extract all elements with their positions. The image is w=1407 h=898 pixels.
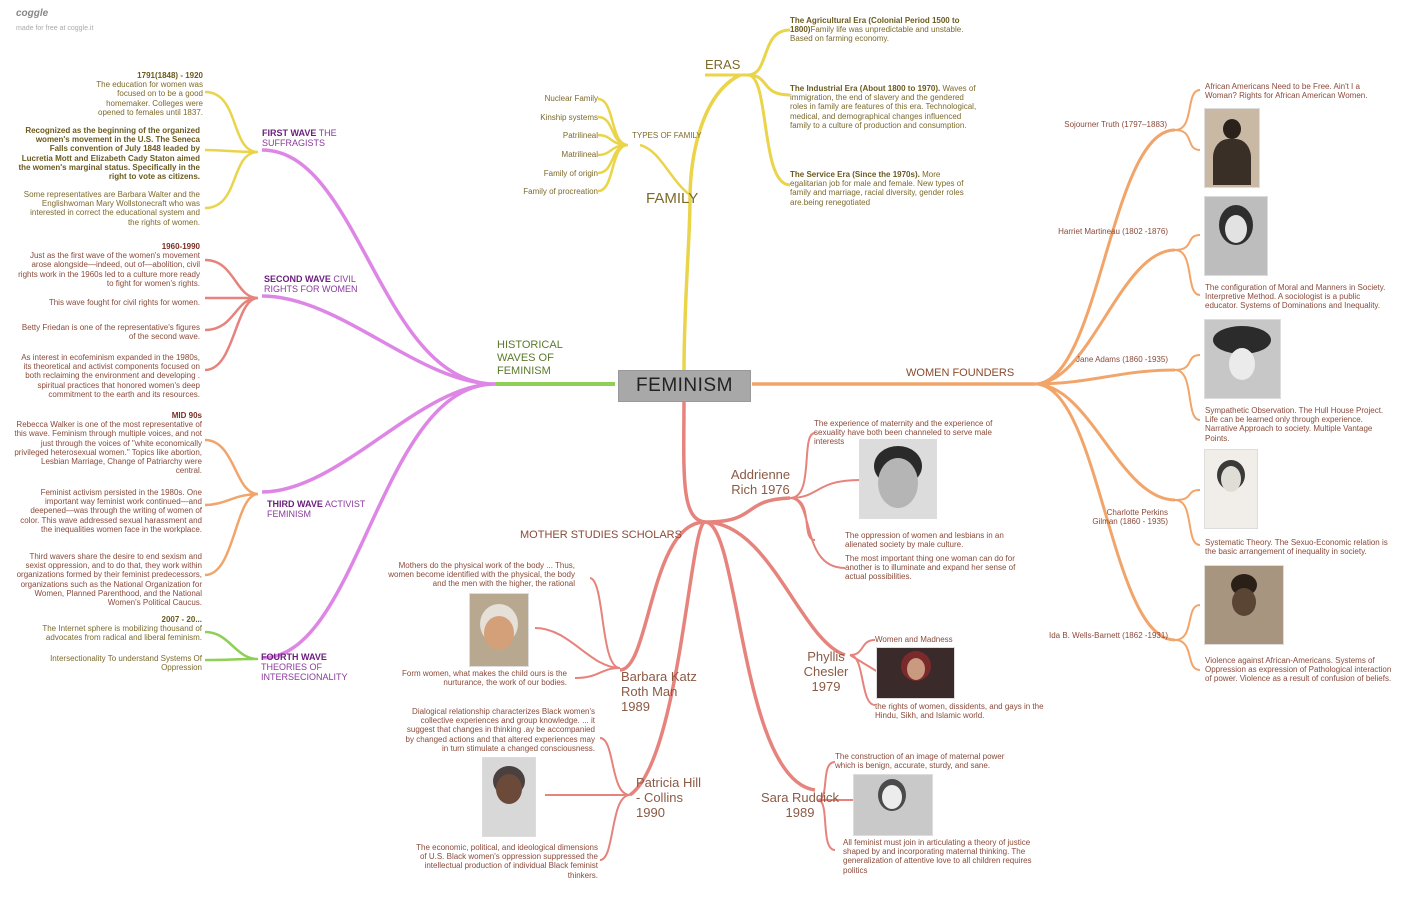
founder-name-adams[interactable]: Jane Adams (1860 -1935) <box>1075 355 1168 364</box>
harriet-martineau-photo <box>1204 196 1268 276</box>
rothman-note-1[interactable]: Mothers do the physical work of the body… <box>388 561 575 589</box>
ruddick-note-2[interactable]: All feminist must join in articulating a… <box>843 838 1032 875</box>
charlotte-gilman-photo <box>1204 449 1258 529</box>
rich-note-1[interactable]: The experience of maternity and the expe… <box>814 419 993 447</box>
chesler-note-2[interactable]: the rights of women, dissidents, and gay… <box>875 702 1044 721</box>
first-wave-note-2[interactable]: Recognized as the beginning of the organ… <box>18 126 200 182</box>
era-note-industrial[interactable]: The Industrial Era (About 1800 to 1970).… <box>790 84 977 130</box>
eras-title[interactable]: ERAS <box>705 57 741 72</box>
ida-wells-photo <box>1204 565 1284 645</box>
barbara-katz-rothman-photo <box>469 593 529 667</box>
third-wave-note-3[interactable]: Third wavers share the desire to end sex… <box>16 552 202 608</box>
scholar-name-rich[interactable]: Addrienne Rich 1976 <box>730 467 791 497</box>
logo[interactable]: coggle <box>16 8 49 19</box>
founder-note-adams[interactable]: Sympathetic Observation. The Hull House … <box>1205 406 1384 443</box>
jane-adams-photo <box>1204 319 1281 399</box>
founder-note-gilman[interactable]: Systematic Theory. The Sexuo-Economic re… <box>1205 538 1388 557</box>
founder-name-martineau[interactable]: Harriet Martineau (1802 -1876) <box>1058 227 1168 236</box>
collins-note-2[interactable]: The economic, political, and ideological… <box>416 843 598 880</box>
family-type-nuclear[interactable]: Nuclear Family <box>544 94 598 103</box>
adrienne-rich-photo <box>859 439 937 519</box>
central-topic-label: FEMINISM <box>636 375 733 396</box>
family-type-procreation[interactable]: Family of procreation <box>523 187 598 196</box>
second-wave-note-3[interactable]: Betty Friedan is one of the representati… <box>21 323 200 342</box>
second-wave-note-2[interactable]: This wave fought for civil rights for wo… <box>48 298 200 307</box>
patricia-hill-collins-photo <box>482 757 536 837</box>
founder-note-martineau[interactable]: The configuration of Moral and Manners i… <box>1205 283 1386 311</box>
founder-note-sojourner[interactable]: African Americans Need to be Free. Ain't… <box>1205 82 1368 101</box>
mother-studies-title[interactable]: MOTHER STUDIES SCHOLARS <box>520 529 682 541</box>
family-type-matrilineal[interactable]: Matrilineal <box>561 150 598 159</box>
third-wave-label[interactable]: THIRD WAVE ACTIVIST FEMINISM <box>267 499 366 519</box>
founder-name-gilman[interactable]: Charlotte Perkins Gilman (1860 - 1935) <box>1092 508 1168 527</box>
collins-note-1[interactable]: Dialogical relationship characterizes Bl… <box>405 707 595 753</box>
era-note-service[interactable]: The Service Era (Since the 1970s). More … <box>790 170 964 207</box>
phyllis-chesler-photo <box>876 647 955 699</box>
scholar-name-collins[interactable]: Patricia Hill - Collins 1990 <box>636 775 702 820</box>
founder-note-wells[interactable]: Violence against African-Americans. Syst… <box>1205 656 1392 684</box>
sojourner-truth-photo <box>1204 108 1260 188</box>
central-topic[interactable]: FEMINISM <box>618 370 751 402</box>
rothman-note-2[interactable]: Form women, what makes the child ours is… <box>402 669 567 688</box>
women-founders-title[interactable]: WOMEN FOUNDERS <box>906 367 1015 379</box>
first-wave-note-3[interactable]: Some representatives are Barbara Walter … <box>23 190 200 227</box>
family-type-patrilineal[interactable]: Patrilineal <box>562 131 598 140</box>
family-type-kinship[interactable]: Kinship systems <box>540 113 598 122</box>
first-wave-label[interactable]: FIRST WAVE THE SUFFRAGISTS <box>262 128 337 148</box>
logo-tagline: made for free at coggle.it <box>16 25 94 32</box>
family-type-origin[interactable]: Family of origin <box>543 169 598 178</box>
scholar-name-ruddick[interactable]: Sara Ruddick 1989 <box>760 790 840 820</box>
scholar-name-chesler[interactable]: Phyllis Chesler 1979 <box>803 649 849 694</box>
second-wave-note-4[interactable]: As interest in ecofeminism expanded in t… <box>21 353 200 399</box>
family-title[interactable]: FAMILY <box>646 190 699 207</box>
founder-name-wells[interactable]: Ida B. Wells-Barnett (1862 -1931) <box>1048 631 1168 640</box>
second-wave-label[interactable]: SECOND WAVE CIVIL RIGHTS FOR WOMEN <box>264 274 358 294</box>
rich-note-2[interactable]: The oppression of women and lesbians in … <box>845 531 1004 550</box>
chesler-note-1[interactable]: Women and Madness <box>875 635 953 644</box>
fourth-wave-note-2[interactable]: Intersectionality To understand Systems … <box>50 654 202 673</box>
scholar-name-rothman[interactable]: Barbara Katz Roth Man 1989 <box>621 669 697 714</box>
ruddick-note-1[interactable]: The construction of an image of maternal… <box>835 752 1005 771</box>
historical-waves-title[interactable]: HISTORICAL WAVES OF FEMINISM <box>497 339 563 377</box>
era-note-agricultural[interactable]: The Agricultural Era (Colonial Period 15… <box>790 16 964 44</box>
rich-note-3[interactable]: The most important thing one woman can d… <box>845 554 1016 582</box>
founder-name-sojourner[interactable]: Sojourner Truth (1797–1883) <box>1064 120 1167 129</box>
types-of-family-label[interactable]: TYPES OF FAMILY <box>632 131 702 140</box>
sara-ruddick-photo <box>853 774 933 836</box>
third-wave-note-2[interactable]: Feminist activism persisted in the 1980s… <box>20 488 202 534</box>
fourth-wave-note-1[interactable]: 2007 - 20...The Internet sphere is mobil… <box>42 615 202 643</box>
